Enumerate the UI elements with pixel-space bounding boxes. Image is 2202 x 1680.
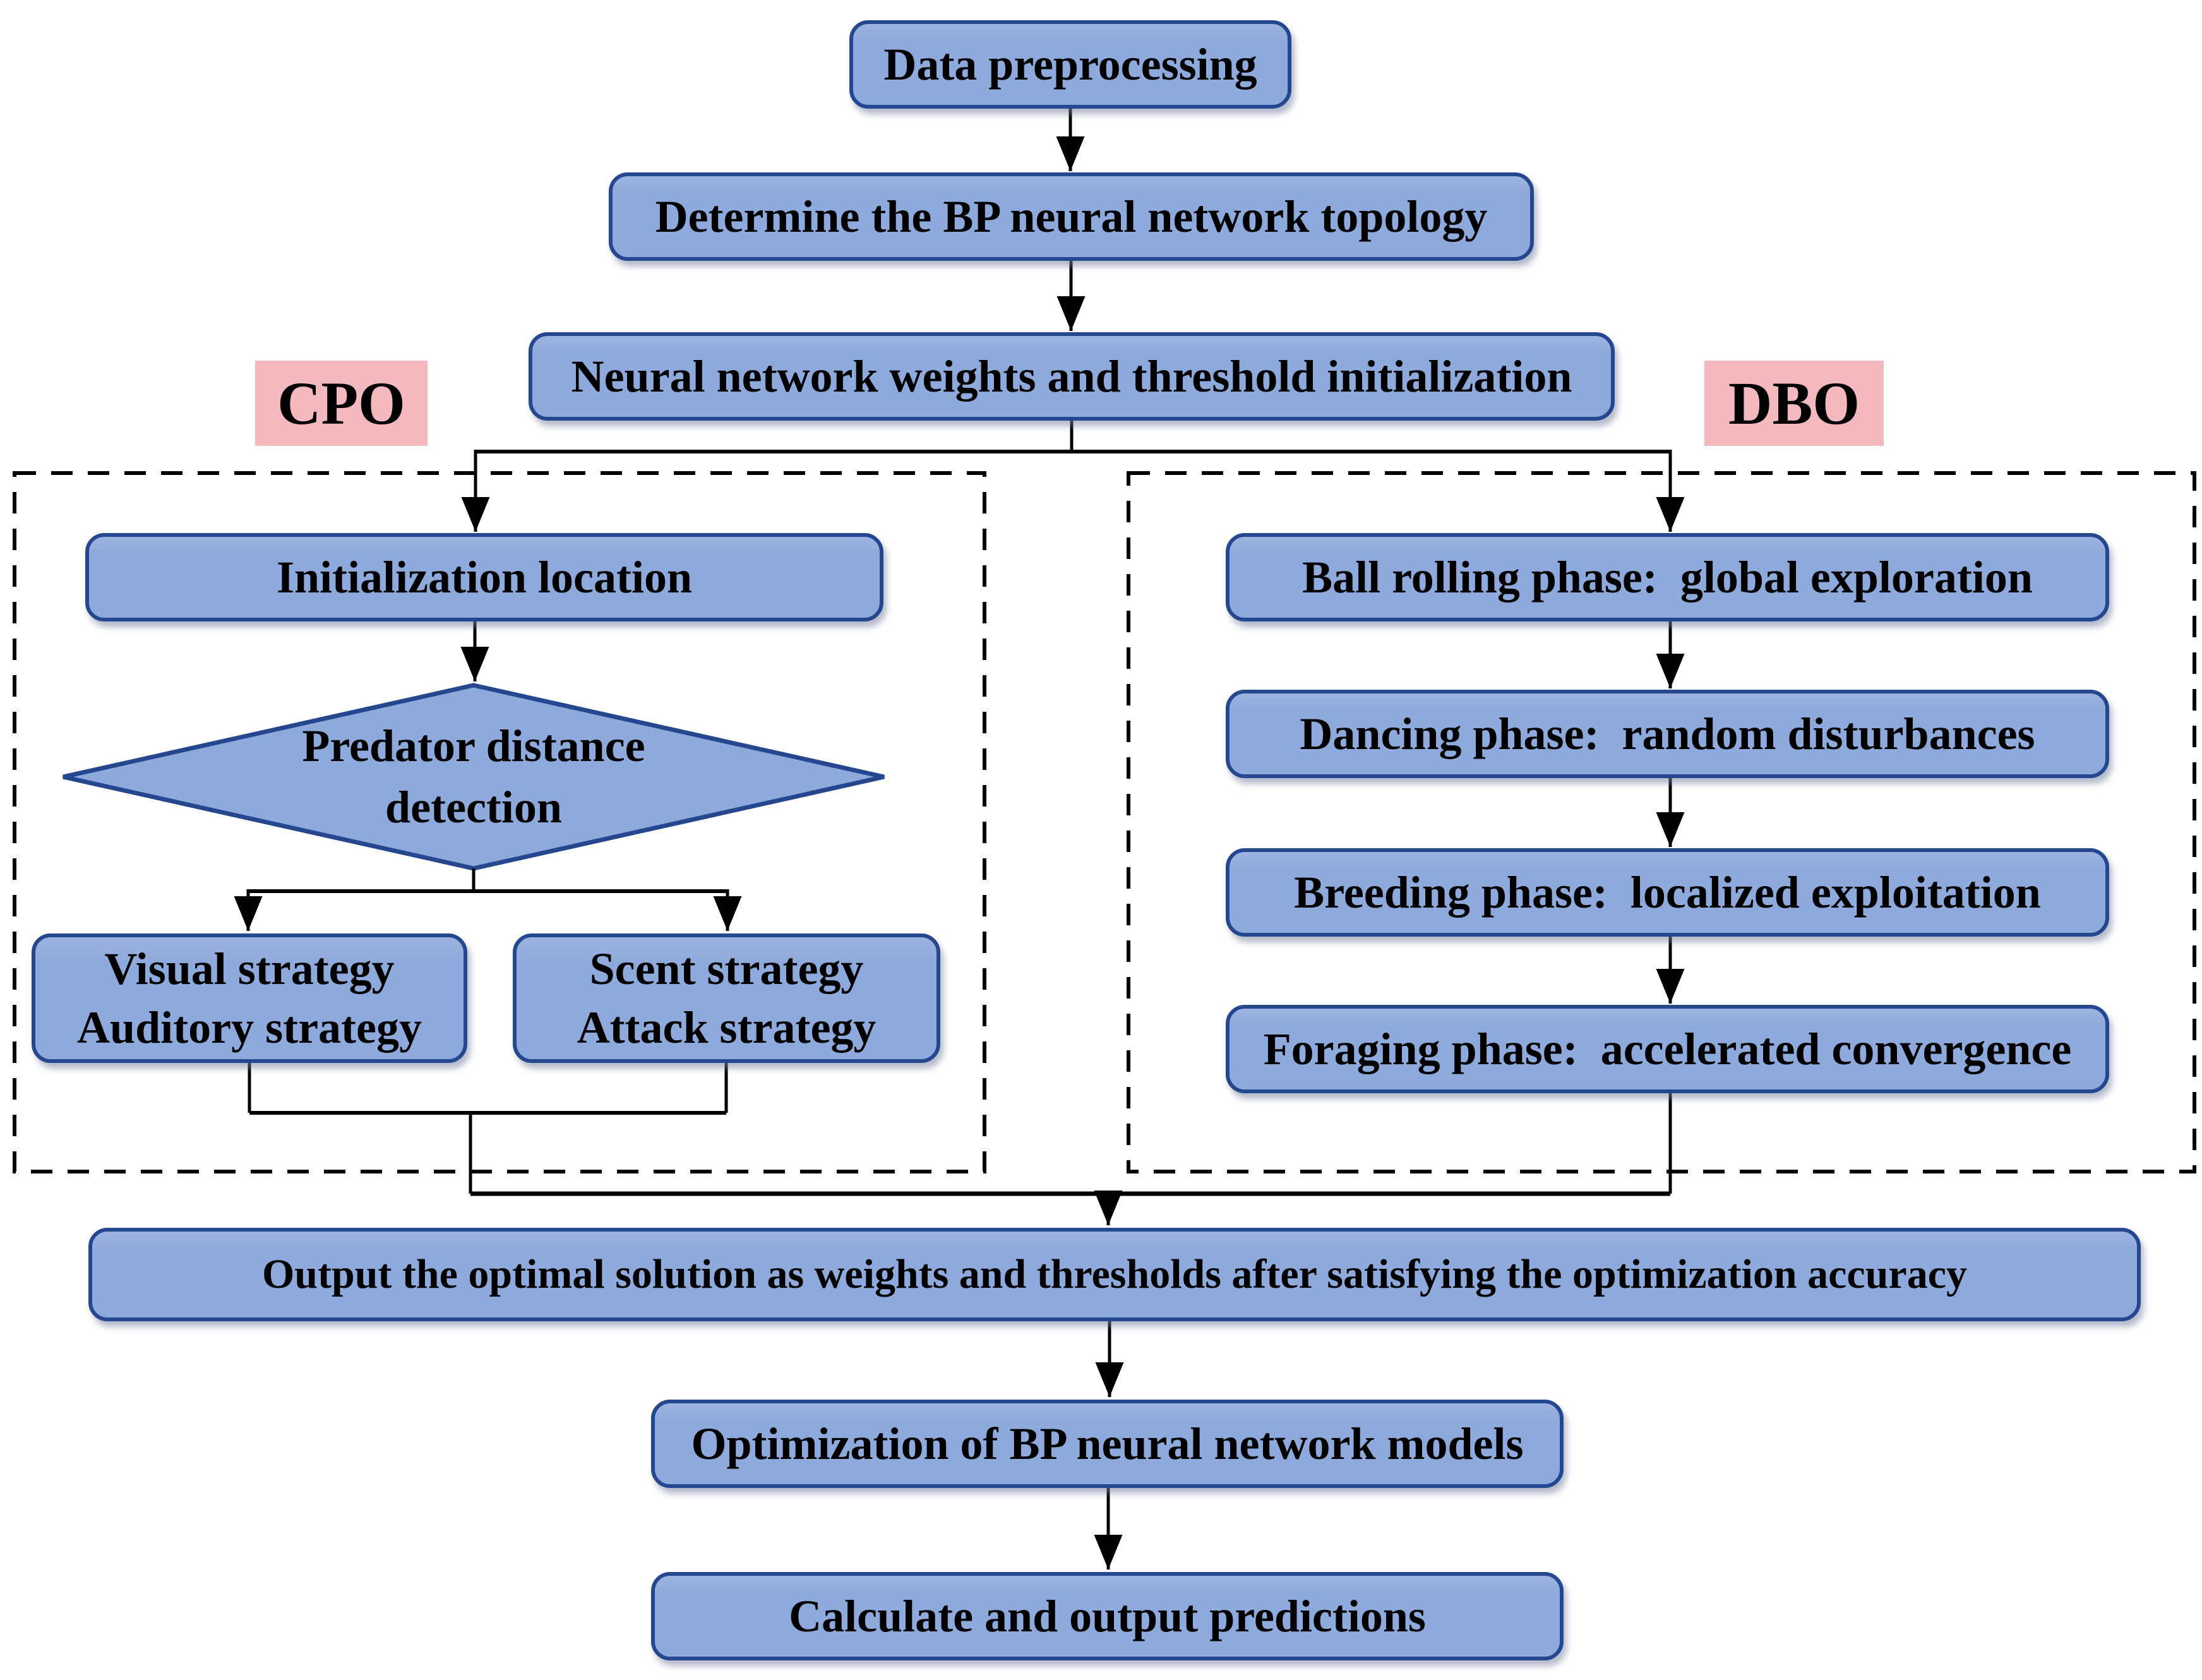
node-visual-auditory-strategy: Visual strategy Auditory strategy — [32, 933, 467, 1063]
dbo-dashed-container — [1127, 471, 2196, 1173]
node-output-optimal-solution: Output the optimal solution as weights a… — [88, 1228, 2141, 1321]
node-calculate-output-predictions: Calculate and output predictions — [651, 1572, 1564, 1660]
node-determine-bp-topology: Determine the BP neural network topology — [609, 172, 1534, 261]
node-foraging-phase: Foraging phase: accelerated convergence — [1226, 1005, 2109, 1093]
label-cpo: CPO — [255, 361, 428, 446]
node-neural-weights-threshold-init: Neural network weights and threshold ini… — [529, 332, 1615, 421]
label-dbo: DBO — [1704, 361, 1884, 446]
node-initialization-location: Initialization location — [85, 533, 883, 621]
node-optimization-bp-models: Optimization of BP neural network models — [651, 1400, 1564, 1488]
node-scent-attack-strategy: Scent strategy Attack strategy — [513, 933, 940, 1063]
node-dancing-phase: Dancing phase: random disturbances — [1226, 690, 2109, 778]
decision-predator-distance-label: Predator distance detection — [302, 720, 645, 832]
node-ball-rolling-phase: Ball rolling phase: global exploration — [1226, 533, 2109, 621]
node-breeding-phase: Breeding phase: localized exploitation — [1226, 848, 2109, 937]
node-data-preprocessing: Data preprocessing — [849, 20, 1291, 109]
cpo-dashed-container — [13, 471, 986, 1173]
